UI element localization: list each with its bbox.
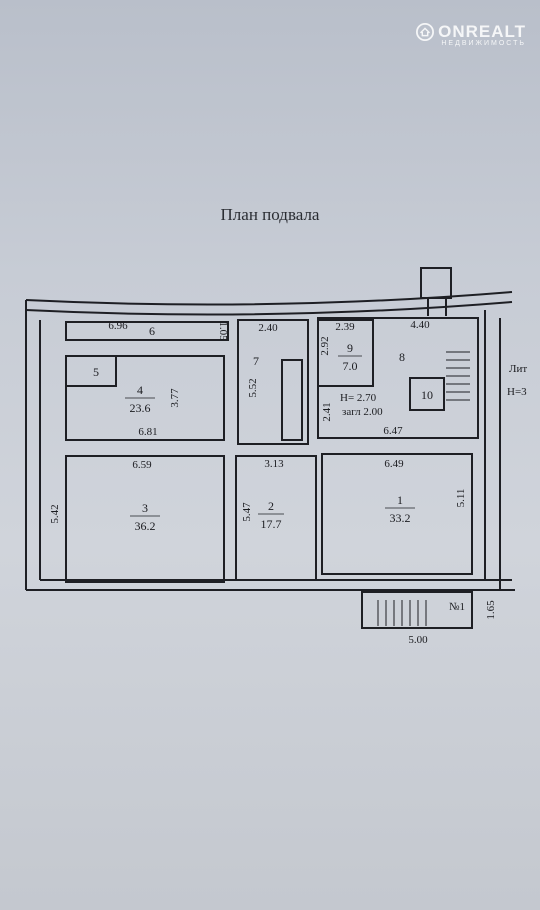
room-7-number: 7 (253, 354, 259, 368)
dim-3-77: 3.77 (169, 388, 181, 408)
room-9-area: 7.0 (343, 359, 358, 373)
walls (25, 267, 515, 629)
room-2-area: 17.7 (261, 517, 282, 531)
dim-5-00: 5.00 (408, 634, 428, 646)
room-1-area: 33.2 (390, 511, 411, 525)
dim-2-92: 2.92 (319, 336, 331, 355)
dimension-labels: 6.96 1.05 2.40 2.39 4.40 2.92 5.52 3.77 … (49, 319, 497, 646)
notes: H= 2.70 загл 2.00 Лит H=3 №1 (340, 363, 527, 613)
dim-5-52: 5.52 (247, 378, 259, 397)
dim-6-81: 6.81 (138, 426, 157, 438)
room-1-number: 1 (397, 493, 403, 507)
room-4-area: 23.6 (130, 401, 151, 415)
dim-6-49: 6.49 (384, 458, 404, 470)
dim-2-41: 2.41 (321, 402, 333, 421)
dim-6-96: 6.96 (108, 320, 128, 332)
room-9-number: 9 (347, 341, 353, 355)
dim-2-40: 2.40 (258, 322, 278, 334)
dim-6-47: 6.47 (383, 425, 403, 437)
dim-1-65: 1.65 (485, 600, 497, 620)
dim-4-40: 4.40 (410, 319, 430, 331)
entrance-label: №1 (449, 601, 465, 613)
watermark-subtitle: НЕДВИЖИМОСТЬ (441, 40, 526, 47)
room-5-number: 5 (93, 365, 99, 379)
dim-3-13: 3.13 (264, 458, 284, 470)
house-logo-icon (416, 23, 435, 41)
stair-treads (377, 351, 470, 626)
dim-5-11: 5.11 (455, 489, 467, 508)
dim-1-05: 1.05 (217, 321, 229, 341)
plan-title: План подвала (220, 205, 320, 224)
room-3-number: 3 (142, 501, 148, 515)
room-6-number: 6 (149, 324, 155, 338)
dim-6-59: 6.59 (132, 459, 152, 471)
dim-5-47: 5.47 (241, 502, 253, 522)
room-8-number: 8 (399, 350, 405, 364)
watermark: ONREALT НЕДВИЖИМОСТЬ (416, 22, 526, 47)
room-4-number: 4 (137, 383, 143, 397)
lit-height-label: H=3 (507, 386, 527, 398)
dim-5-42: 5.42 (49, 504, 61, 523)
depth-note: загл 2.00 (342, 406, 383, 418)
room-3-area: 36.2 (135, 519, 156, 533)
room-labels: 1 33.2 2 17.7 3 36.2 4 23.6 5 6 7 8 9 7.… (93, 324, 433, 533)
watermark-brand: ONREALT (438, 22, 526, 41)
room-10-number: 10 (421, 388, 433, 402)
lit-label: Лит (509, 363, 527, 375)
dim-2-39: 2.39 (335, 321, 355, 333)
ceiling-height-note: H= 2.70 (340, 392, 377, 404)
room-2-number: 2 (268, 499, 274, 513)
